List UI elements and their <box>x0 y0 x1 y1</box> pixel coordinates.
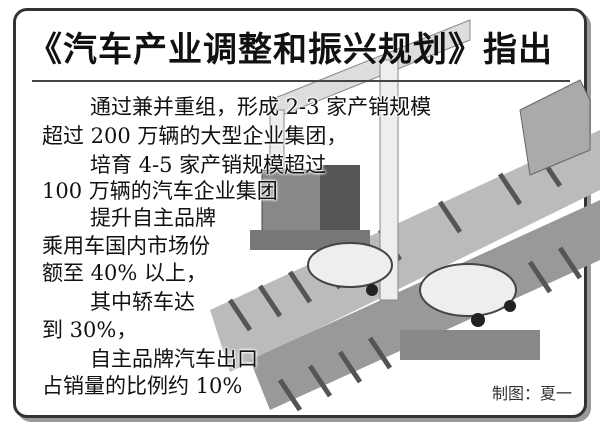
body-line: 培育 4-5 家产销规模超过 <box>90 153 327 177</box>
body-line: 自主品牌汽车出口 <box>90 347 258 371</box>
body-line: 其中轿车达 <box>90 290 195 314</box>
body-line: 通过兼并重组，形成 2-3 家产销规模 <box>90 95 432 119</box>
body-line: 100 万辆的汽车企业集团 <box>42 179 278 203</box>
right-machine <box>519 79 591 176</box>
title-divider <box>32 80 570 82</box>
body-line: 占销量的比例约 10% <box>42 374 243 398</box>
page-title: 《汽车产业调整和振兴规划》指出 <box>28 30 553 70</box>
body-line: 超过 200 万辆的大型企业集团， <box>42 124 348 148</box>
gantry <box>250 19 471 301</box>
graphic-credit: 制图：夏一 <box>491 384 572 403</box>
body-line: 额至 40% 以上， <box>42 261 208 285</box>
body-line: 到 30%， <box>42 318 138 342</box>
car-2 <box>400 263 540 360</box>
body-line: 乘用车国内市场份 <box>42 234 210 258</box>
body-line: 提升自主品牌 <box>90 206 216 230</box>
car-1 <box>307 242 393 296</box>
